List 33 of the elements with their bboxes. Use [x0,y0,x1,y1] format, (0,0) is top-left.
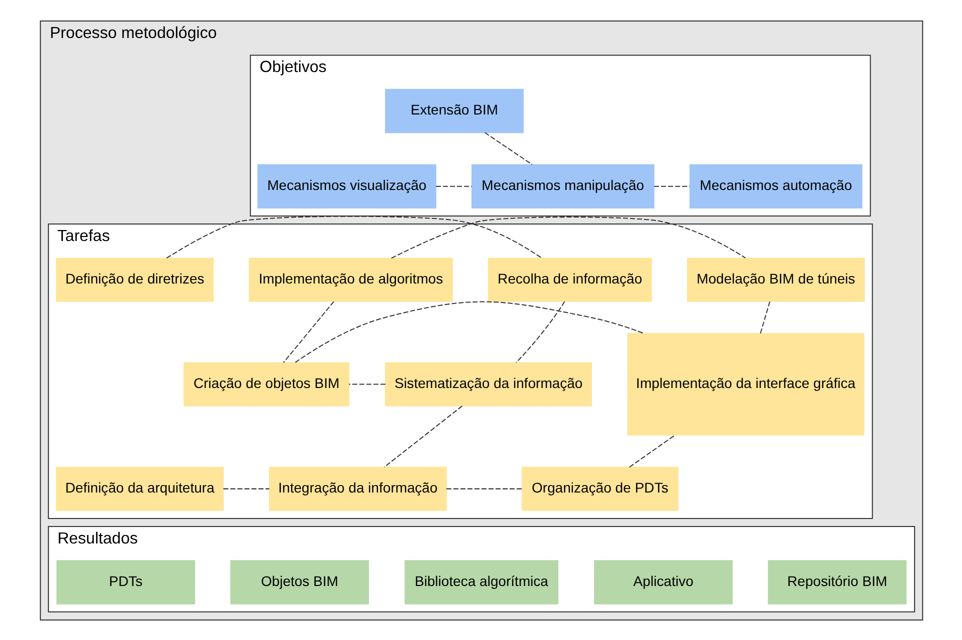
connector [435,185,472,186]
node-box: Objetos BIM [230,560,368,604]
connector [446,488,522,489]
node-box: Sistematização da informação [384,362,592,406]
connector [484,132,532,165]
node-box: Recolha de informação [488,257,652,302]
connector [759,300,770,333]
node-box: Repositório BIM [767,560,906,604]
node-box: Biblioteca algorítmica [404,560,558,604]
node-box: Modelação BIM de túneis [686,257,864,302]
node-box: Implementação da interface gráfica [626,332,864,436]
node-box: Mecanismos manipulação [470,164,654,208]
node-box: PDTs [56,560,195,604]
node-box: Extensão BIM [384,88,524,133]
connector [628,434,675,468]
node-box: Definição da arquitetura [55,466,224,510]
node-box: Criação de objetos BIM [183,362,349,406]
connector [348,383,385,384]
node-box: Aplicativo [594,560,732,604]
connector [390,216,746,258]
connector [166,215,542,258]
connector [294,300,644,362]
connector [654,185,690,186]
connector [383,405,462,467]
node-box: Organização de PDTs [521,466,678,510]
node-box: Integração da informação [268,466,446,510]
connector [222,488,269,489]
node-box: Mecanismos visualização [256,164,436,208]
node-box: Mecanismos automação [689,164,862,208]
node-box: Implementação de algoritmos [248,257,452,302]
connector [282,300,334,362]
node-box: Definição de diretrizes [55,257,214,302]
connector [515,300,565,362]
